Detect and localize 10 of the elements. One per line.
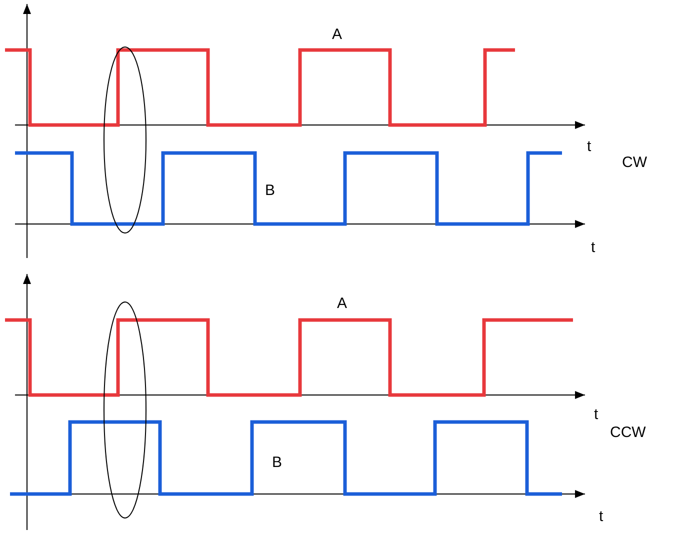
- signal-label: B: [272, 455, 282, 470]
- axis-label: t: [591, 240, 596, 255]
- signal-label: A: [332, 27, 342, 42]
- direction-label: CW: [622, 155, 647, 170]
- signal-label: B: [265, 183, 276, 198]
- axis-label: t: [599, 509, 604, 524]
- axis-label: t: [587, 139, 592, 154]
- axis-label: t: [594, 407, 598, 422]
- signal-label: A: [337, 296, 348, 311]
- direction-label: CCW: [610, 425, 646, 440]
